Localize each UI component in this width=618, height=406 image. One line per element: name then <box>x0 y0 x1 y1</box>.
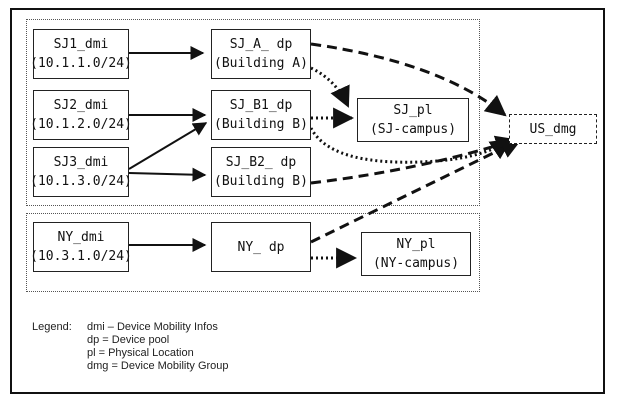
node-ny-dp: NY_ dp <box>211 222 311 272</box>
node-sj-b2-dp: SJ_B2_ dp (Building B) <box>211 147 311 197</box>
node-sj-pl: SJ_pl (SJ-campus) <box>357 98 469 142</box>
node-us-dmg-name: US_dmg <box>529 121 577 137</box>
node-sj2-dmi-subnet: (10.1.2.0/24) <box>30 117 132 132</box>
node-sj-pl-name: SJ_pl <box>393 103 433 118</box>
node-sj-a-dp-location: (Building A) <box>214 56 308 71</box>
node-sj1-dmi: SJ1_dmi (10.1.1.0/24) <box>30 29 132 79</box>
node-sj3-dmi: SJ3_dmi (10.1.3.0/24) <box>30 147 132 197</box>
ny-site-group <box>26 213 480 292</box>
node-ny-dmi: NY_dmi (10.3.1.0/24) <box>30 222 132 272</box>
node-ny-pl: NY_pl (NY-campus) <box>361 232 471 276</box>
node-sj-b2-dp-name: SJ_B2_ dp <box>225 155 297 170</box>
node-sj1-dmi-subnet: (10.1.1.0/24) <box>30 56 132 71</box>
node-sj-b1-dp-name: SJ_B1_dp <box>229 98 293 113</box>
legend-item-dmi: dmi – Device Mobility Infos <box>87 321 218 333</box>
node-sj1-dmi-name: SJ1_dmi <box>53 37 109 52</box>
node-sj-a-dp-name: SJ_A_ dp <box>229 37 293 52</box>
node-us-dmg: US_dmg <box>509 114 597 144</box>
node-ny-dmi-name: NY_dmi <box>57 230 105 245</box>
node-sj-b1-dp: SJ_B1_dp (Building B) <box>211 90 311 140</box>
node-sj-b2-dp-location: (Building B) <box>214 174 308 189</box>
node-sj2-dmi-name: SJ2_dmi <box>53 98 109 113</box>
node-sj-pl-campus: (SJ-campus) <box>369 122 457 137</box>
legend-item-dp: dp = Device pool <box>87 334 170 346</box>
node-ny-dp-name: NY_ dp <box>237 239 285 255</box>
legend-item-pl: pl = Physical Location <box>87 347 194 359</box>
node-ny-dmi-subnet: (10.3.1.0/24) <box>30 249 132 264</box>
node-ny-pl-name: NY_pl <box>396 237 436 252</box>
node-sj2-dmi: SJ2_dmi (10.1.2.0/24) <box>30 90 132 140</box>
node-sj3-dmi-subnet: (10.1.3.0/24) <box>30 174 132 189</box>
node-sj-a-dp: SJ_A_ dp (Building A) <box>211 29 311 79</box>
legend-items: dmi – Device Mobility Infos dp = Device … <box>87 321 347 373</box>
node-sj-b1-dp-location: (Building B) <box>214 117 308 132</box>
legend-item-dmg: dmg = Device Mobility Group <box>87 360 229 372</box>
legend-title: Legend: <box>32 321 72 333</box>
node-ny-pl-campus: (NY-campus) <box>372 256 460 271</box>
node-sj3-dmi-name: SJ3_dmi <box>53 155 109 170</box>
